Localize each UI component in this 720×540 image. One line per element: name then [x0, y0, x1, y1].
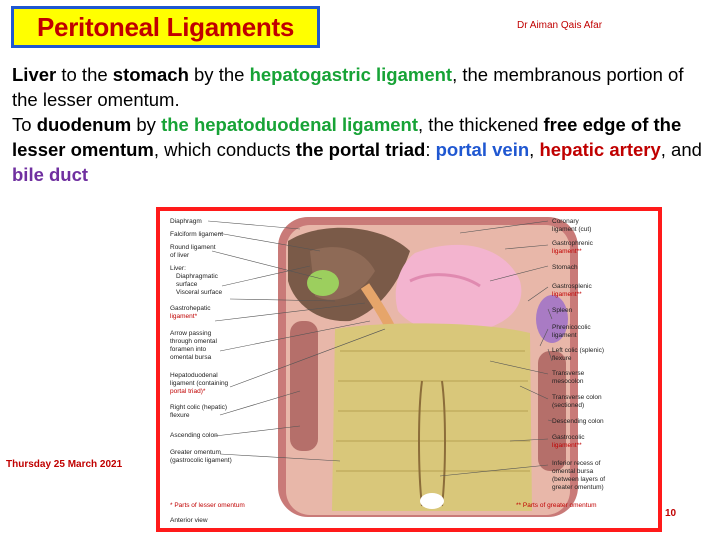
- label-left-colic: Left colic (splenic): [552, 347, 604, 354]
- label-round-ligament: Round ligament: [170, 244, 216, 251]
- footnote-lesser: * Parts of lesser omentum: [170, 502, 245, 509]
- gallbladder: [307, 270, 339, 296]
- footnote-greater: ** Parts of greater omentum: [516, 502, 597, 509]
- slide-title: Peritoneal Ligaments: [37, 11, 294, 42]
- label-hepatoduodenal-2: ligament (containing: [170, 380, 229, 387]
- label-phrenicocolic: Phrenicocolic: [552, 324, 591, 331]
- label-right-colic: Right colic (hepatic): [170, 404, 227, 411]
- label-inferior-recess-4: greater omentum): [552, 484, 604, 491]
- descending-colon: [538, 351, 566, 471]
- label-arrow-4: omental bursa: [170, 354, 212, 361]
- right-label-group: Coronary ligament (cut) Gastrophrenic li…: [516, 218, 605, 509]
- label-greater-omentum: Greater omentum: [170, 449, 221, 456]
- omentum-texture: [336, 350, 530, 472]
- author-name: Dr Aiman Qais Afar: [517, 20, 603, 31]
- label-falciform: Falciform ligament: [170, 231, 223, 238]
- label-hepatoduodenal: Hepatoduodenal: [170, 372, 218, 379]
- stomach-fold: [409, 273, 481, 288]
- label-mesocolon: mesocolon: [552, 378, 584, 385]
- text: :: [425, 139, 436, 160]
- text: To: [12, 114, 37, 135]
- greater-omentum: [332, 323, 532, 511]
- anatomy-illustration: Diaphragm Falciform ligament Round ligam…: [170, 217, 605, 524]
- date-label: Thursday 25 March 2021: [6, 459, 123, 470]
- text: , the thickened: [418, 114, 544, 135]
- term-free-edge: free edge of the lesser omentum: [12, 114, 682, 160]
- label-arrow-2: through omental: [170, 338, 218, 345]
- anatomy-figure: Diaphragm Falciform ligament Round ligam…: [156, 207, 662, 532]
- label-right-colic-2: flexure: [170, 412, 190, 419]
- term-portal-triad: the portal triad: [295, 139, 426, 160]
- label-inferior-recess-2: omental bursa: [552, 468, 594, 475]
- text: , and: [660, 139, 702, 160]
- title-box: Peritoneal Ligaments: [11, 6, 320, 48]
- label-transverse: Transverse: [552, 370, 585, 377]
- label-gastrohepatic-2: ligament*: [170, 313, 198, 320]
- label-arrow: Arrow passing: [170, 330, 212, 337]
- text: by: [131, 114, 162, 135]
- label-inferior-recess: Inferior recess of: [552, 460, 601, 467]
- label-diaphragmatic: Diaphragmatic: [176, 273, 219, 280]
- text: ,: [529, 139, 540, 160]
- term-hepatic-artery: hepatic artery: [539, 139, 661, 160]
- stomach: [395, 244, 522, 334]
- label-diaphragm: Diaphragm: [170, 218, 202, 225]
- label-stomach: Stomach: [552, 264, 578, 271]
- label-greater-omentum-2: (gastrocolic ligament): [170, 457, 232, 464]
- inferior-recess: [418, 380, 446, 507]
- label-coronary: Coronary: [552, 218, 579, 225]
- label-arrow-3: foramen into: [170, 346, 207, 353]
- text: by the: [188, 64, 250, 85]
- text: , which conducts: [153, 139, 296, 160]
- left-label-group: Diaphragm Falciform ligament Round ligam…: [170, 218, 245, 524]
- label-transverse-colon: Transverse colon: [552, 394, 602, 401]
- term-liver: Liver: [12, 64, 57, 85]
- label-coronary-2: ligament (cut): [552, 226, 591, 233]
- label-ascending-colon: Ascending colon: [170, 432, 218, 439]
- paragraph-duodenum: To duodenum by the hepatoduodenal ligame…: [12, 112, 712, 187]
- label-gastrophrenic: Gastrophrenic: [552, 240, 594, 247]
- label-liver: Liver:: [170, 265, 186, 272]
- label-surface: surface: [176, 281, 198, 288]
- label-gastrocolic: Gastrocolic: [552, 434, 585, 441]
- left-leaders: [207, 220, 386, 462]
- text: to the: [56, 64, 113, 85]
- recess-opening: [420, 493, 444, 509]
- term-duodenum: duodenum: [36, 114, 132, 135]
- term-bile-duct: bile duct: [12, 164, 89, 185]
- label-gastrosplenic-2: ligament**: [552, 291, 582, 298]
- ascending-colon: [290, 321, 318, 451]
- label-spleen: Spleen: [552, 307, 573, 314]
- label-inferior-recess-3: (between layers of: [552, 476, 605, 483]
- term-portal-vein: portal vein: [435, 139, 530, 160]
- label-gastrohepatic: Gastrohepatic: [170, 305, 211, 312]
- term-hepatogastric-ligament: hepatogastric ligament: [249, 64, 453, 85]
- paragraph-liver: Liver to the stomach by the hepatogastri…: [12, 62, 712, 112]
- body-text: Liver to the stomach by the hepatogastri…: [12, 62, 712, 187]
- label-round-ligament-2: of liver: [170, 252, 190, 259]
- label-gastrocolic-2: ligament**: [552, 442, 582, 449]
- right-leaders: [439, 220, 553, 477]
- label-sectioned: (sectioned): [552, 402, 584, 409]
- view-label: Anterior view: [170, 517, 208, 524]
- label-visceral: Visceral surface: [176, 289, 223, 296]
- text: , the membranous portion of the lesser o…: [12, 64, 684, 110]
- label-left-colic-2: flexure: [552, 355, 572, 362]
- label-phrenicocolic-2: ligament: [552, 332, 577, 339]
- term-hepatoduodenal-ligament: the hepatoduodenal ligament: [161, 114, 419, 135]
- label-gastrophrenic-2: ligament**: [552, 248, 582, 255]
- label-descending-colon: Descending colon: [552, 418, 604, 425]
- term-stomach: stomach: [112, 64, 189, 85]
- label-gastrosplenic: Gastrosplenic: [552, 283, 592, 290]
- slide-number: 10: [665, 508, 677, 519]
- label-hepatoduodenal-3: portal triad)*: [170, 388, 206, 395]
